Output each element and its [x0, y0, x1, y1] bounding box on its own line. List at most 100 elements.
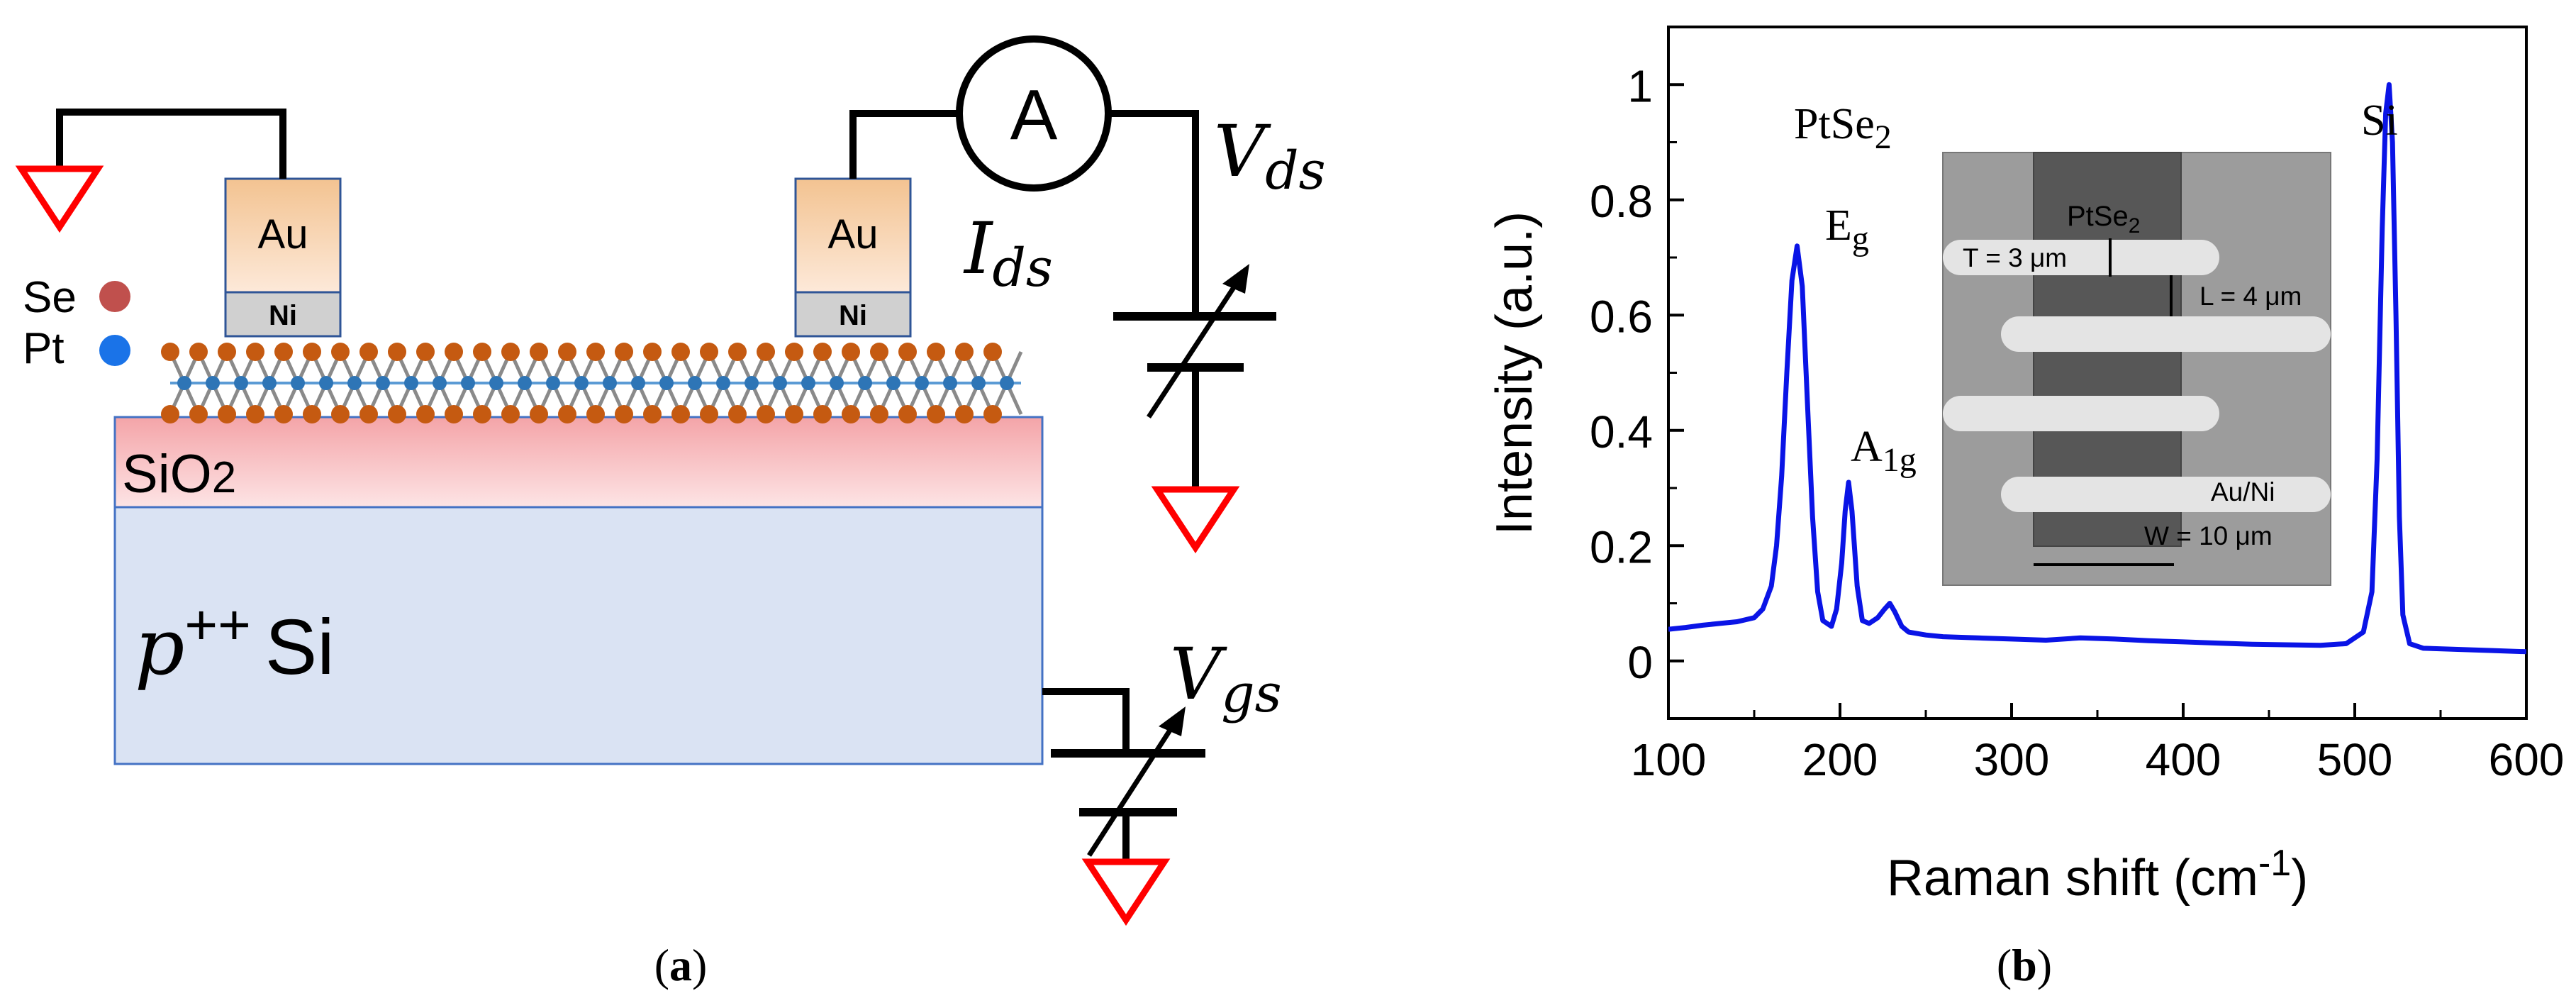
se-atom — [161, 405, 179, 423]
y-tick-label: 0.4 — [1590, 406, 1653, 458]
caption-b: (b) — [1997, 940, 2052, 990]
ni-pad-left — [224, 291, 342, 338]
se-atom — [927, 405, 945, 423]
se-atom — [643, 343, 662, 361]
se-atom — [274, 405, 293, 423]
pt-atom — [177, 376, 191, 390]
se-atom — [189, 405, 208, 423]
pt-atom — [319, 376, 333, 390]
se-atom — [813, 343, 832, 361]
ni-label-right: Ni — [839, 300, 867, 331]
pt-atom — [206, 376, 220, 390]
x-tick-label: 600 — [2489, 734, 2565, 785]
y-tick-label: 1 — [1627, 60, 1653, 111]
se-atom — [246, 343, 264, 361]
se-atom — [615, 405, 633, 423]
pt-atom — [1000, 376, 1014, 390]
x-tick-label: 500 — [2317, 734, 2393, 785]
left-contact: Au Ni — [224, 177, 342, 338]
se-atom — [331, 405, 350, 423]
se-atom — [728, 405, 747, 423]
vgs-source — [1051, 718, 1205, 857]
se-atom — [558, 405, 576, 423]
se-atom — [671, 405, 690, 423]
au-label-right: Au — [828, 211, 879, 257]
se-atom — [955, 343, 974, 361]
vgs-label: Vgs — [1170, 633, 1282, 724]
inset-width-label: W = 10 μm — [2144, 521, 2273, 550]
pt-atom — [461, 376, 475, 390]
pt-atom — [518, 376, 532, 390]
pt-atom — [433, 376, 447, 390]
inset-electrode-3 — [1943, 396, 2219, 431]
ni-pad-right — [794, 291, 912, 338]
se-atom — [785, 405, 803, 423]
pt-atom — [943, 376, 957, 390]
pt-atom — [773, 376, 787, 390]
y-tick-label: 0.8 — [1590, 176, 1653, 227]
se-atom — [586, 405, 605, 423]
se-atom — [445, 405, 463, 423]
se-atom — [388, 405, 406, 423]
drain-wire — [849, 110, 1199, 489]
legend-se-label: Se — [23, 273, 77, 322]
ground-symbol-gate — [1081, 858, 1171, 926]
se-atom — [501, 405, 520, 423]
se-atom — [331, 343, 350, 361]
legend-pt-dot — [99, 335, 130, 366]
inset-electrode-1 — [1943, 240, 2219, 275]
se-atom — [700, 405, 718, 423]
se-atom — [303, 405, 321, 423]
ground-symbol-source — [15, 165, 104, 233]
pt-atom — [745, 376, 759, 390]
x-axis-label: Raman shift (cm-1) — [1887, 843, 2308, 907]
pt-atom — [347, 376, 362, 390]
se-atom — [359, 343, 378, 361]
se-atom — [983, 343, 1002, 361]
ammeter — [956, 35, 1112, 192]
se-atom — [586, 343, 605, 361]
se-atom — [757, 343, 775, 361]
se-atom — [218, 343, 236, 361]
y-tick-label: 0.6 — [1590, 291, 1653, 342]
se-atom — [388, 343, 406, 361]
se-atom — [189, 343, 208, 361]
atom-legend: Se Pt — [23, 273, 130, 373]
pt-atom — [659, 376, 674, 390]
se-atom — [218, 405, 236, 423]
se-atom — [671, 343, 690, 361]
pt-atom — [291, 376, 305, 390]
panel-a-schematic: p++Si SiO2 Au Ni Au Ni Se Pt — [15, 35, 1326, 990]
se-atom — [416, 405, 435, 423]
vgs-arrow-head — [1159, 706, 1186, 736]
vds-source — [1113, 275, 1276, 419]
au-label-left: Au — [258, 211, 308, 257]
inset-length-label: L = 4 μm — [2199, 282, 2302, 311]
pt-atom — [404, 376, 418, 390]
substrate-label: p++Si — [135, 593, 335, 692]
y-tick-label: 0.2 — [1590, 521, 1653, 572]
pt-atom — [688, 376, 702, 390]
substrate-si — [113, 506, 1044, 765]
se-atom — [898, 343, 917, 361]
source-ground-wire — [56, 109, 286, 179]
legend-pt-label: Pt — [23, 324, 65, 373]
se-atom — [700, 343, 718, 361]
pt-atom — [234, 376, 248, 390]
y-axis-ticks: 00.20.40.60.81 — [1590, 60, 1684, 688]
se-atom — [473, 343, 491, 361]
pt-atom — [886, 376, 901, 390]
pt-atom — [376, 376, 390, 390]
pt-atom — [858, 376, 872, 390]
se-atom — [955, 405, 974, 423]
vds-arrow-head — [1222, 264, 1249, 294]
se-atom — [870, 405, 888, 423]
se-atom — [643, 405, 662, 423]
ammeter-label: A — [1010, 75, 1058, 155]
se-atom — [445, 343, 463, 361]
se-atom — [615, 343, 633, 361]
gate-wire — [1042, 688, 1130, 862]
se-atom — [558, 343, 576, 361]
pt-atom — [262, 376, 277, 390]
